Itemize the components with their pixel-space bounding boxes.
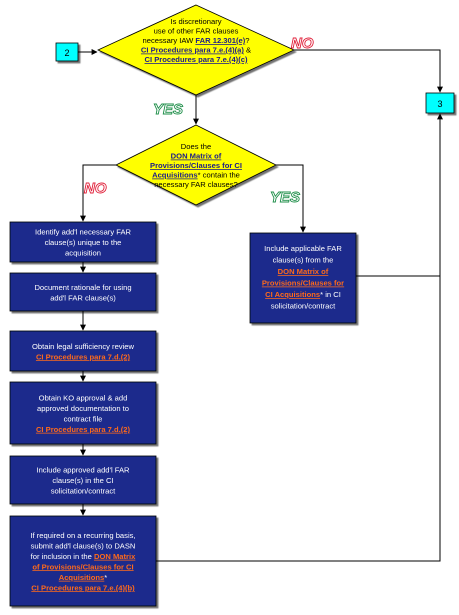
text-line: * contain the <box>198 171 240 180</box>
text-line: * in CI <box>320 290 341 299</box>
procedure-link[interactable]: Acquisitions <box>59 573 105 582</box>
start-connector: 2 <box>55 42 79 62</box>
text-line: Include approved add'l FAR <box>36 466 130 475</box>
text-line: submit add'l clause(s) to DASN <box>31 541 136 550</box>
text-line: ? <box>245 36 249 45</box>
flow-arrow <box>156 113 443 562</box>
text-line: Identify add'l necessary FAR <box>35 228 132 237</box>
procedure-link[interactable]: CI Procedures para 7.d.(2) <box>36 352 131 361</box>
process-step-6: If required on a recurring basis,submit … <box>9 515 157 607</box>
end-connector-label: 3 <box>437 99 442 109</box>
text-line: approved documentation to <box>37 404 129 413</box>
decision2-no-label: NO <box>84 180 107 197</box>
include-applicable-far-text: Include applicable FAR clause(s) from the… <box>262 244 344 311</box>
procedure-link[interactable]: FAR 12.301(e) <box>195 36 245 45</box>
text-line: clause(s) from the <box>273 256 334 265</box>
text-line: Is discretionary <box>170 17 221 26</box>
procedure-link[interactable]: DON Matrix of <box>171 152 222 161</box>
text-line: solicitation/contract <box>271 302 336 311</box>
flow-arrow <box>276 164 306 233</box>
text-line: clause(s) unique to the <box>45 238 122 247</box>
flow-arrow <box>294 49 443 93</box>
text-line: use of other FAR clauses <box>154 27 239 36</box>
procedure-link[interactable]: of Provisions/Clauses for CI <box>32 562 133 571</box>
procedure-link[interactable]: Provisions/Clauses for <box>262 279 344 288</box>
text-line: Does the <box>181 142 211 151</box>
procedure-link[interactable]: CI Procedures para 7.d.(2) <box>36 425 131 434</box>
text-line: Include applicable FAR <box>264 244 342 253</box>
procedure-link[interactable]: DON Matrix of <box>278 267 329 276</box>
decision1-no-label: NO <box>291 35 314 52</box>
text-line: & <box>244 46 251 55</box>
text-line: for inclusion in the <box>31 552 94 561</box>
text-line: clause(s) in the CI <box>52 476 113 485</box>
procedure-link[interactable]: Provisions/Clauses for CI <box>150 161 242 170</box>
text-line: Obtain legal sufficiency review <box>32 342 135 351</box>
procedure-link[interactable]: CI Acquisitions <box>265 290 320 299</box>
text-line: acquisition <box>65 249 101 258</box>
flow-arrow <box>80 164 116 222</box>
procedure-link[interactable]: CI Procedures para 7.e.(4)(c) <box>145 55 248 64</box>
process-step-4: Obtain KO approval & add approved documen… <box>9 381 157 445</box>
procedure-link[interactable]: CI Procedures para 7.e.(4)(a) <box>141 46 244 55</box>
text-line: * <box>104 573 107 582</box>
text-line: If required on a recurring basis, <box>30 531 135 540</box>
procedure-link[interactable]: Acquisitions <box>152 171 198 180</box>
connector-lines <box>78 49 443 562</box>
procedure-link[interactable]: DON Matrix <box>94 552 136 561</box>
text-line: add'l FAR clause(s) <box>50 293 116 302</box>
process-step-6-text: If required on a recurring basis,submit … <box>30 531 136 593</box>
decision1-yes-label: YES <box>153 101 183 118</box>
text-line: necessary IAW <box>143 36 196 45</box>
process-step-4-text: Obtain KO approval & add approved documen… <box>36 393 131 434</box>
decision2-yes-label: YES <box>270 189 300 206</box>
end-connector: 3 <box>425 92 455 114</box>
start-connector-label: 2 <box>64 48 69 58</box>
text-line: contract file <box>64 414 103 423</box>
text-line: necessary FAR clauses? <box>154 180 238 189</box>
include-applicable-far-box: Include applicable FAR clause(s) from the… <box>249 232 357 324</box>
text-line: Document rationale for using <box>34 283 131 292</box>
text-line: Obtain KO approval & add <box>39 393 128 402</box>
text-line: solicitation/contract <box>51 487 116 496</box>
procedure-link[interactable]: CI Procedures para 7.e.(4)(b) <box>31 583 135 592</box>
